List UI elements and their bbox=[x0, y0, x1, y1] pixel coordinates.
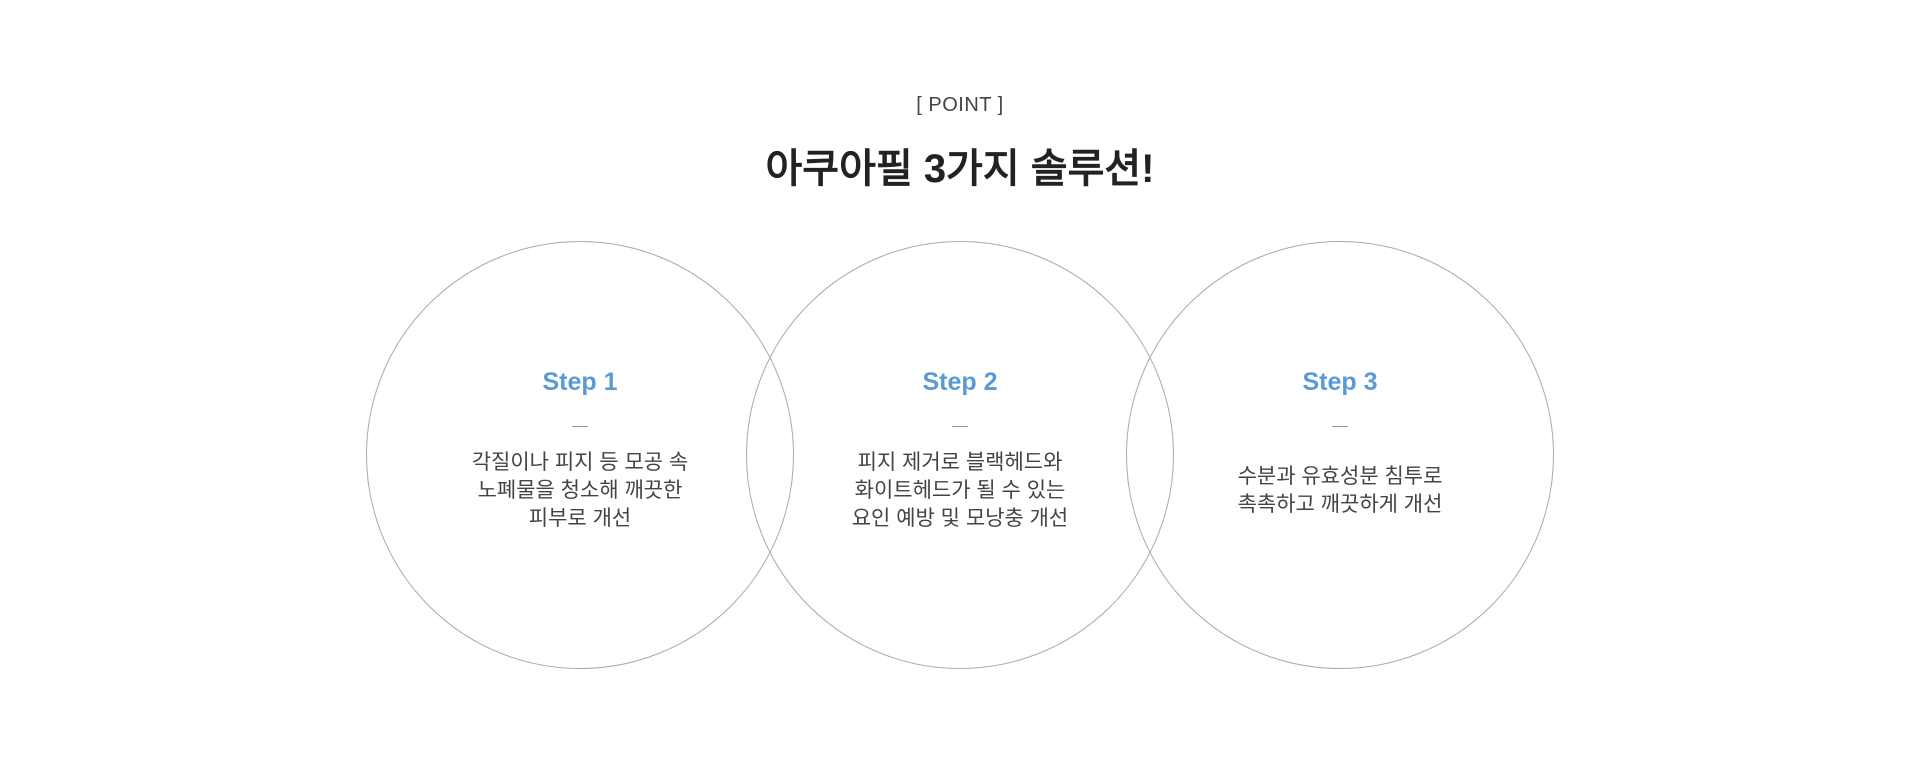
step-1-label: Step 1 bbox=[542, 368, 618, 396]
section-eyebrow: [ POINT ] bbox=[916, 94, 1004, 116]
step-2-card: Step 2 피지 제거로 블랙헤드와 화이트헤드가 될 수 있는 요인 예방 … bbox=[746, 241, 1174, 669]
step-1-divider bbox=[572, 426, 588, 427]
step-3-circle bbox=[1126, 241, 1554, 669]
step-3-card: Step 3 수분과 유효성분 침투로 촉촉하고 깨끗하게 개선 bbox=[1126, 241, 1554, 669]
step-1-card: Step 1 각질이나 피지 등 모공 속 노폐물을 청소해 깨끗한 피부로 개… bbox=[366, 241, 794, 669]
section-title: 아쿠아필 3가지 솔루션! bbox=[765, 147, 1155, 191]
step-3-divider bbox=[1332, 426, 1348, 427]
step-3-description: 수분과 유효성분 침투로 촉촉하고 깨끗하게 개선 bbox=[1237, 465, 1443, 516]
step-1-description: 각질이나 피지 등 모공 속 노폐물을 청소해 깨끗한 피부로 개선 bbox=[471, 451, 689, 530]
step-3-label: Step 3 bbox=[1302, 368, 1378, 396]
step-2-description: 피지 제거로 블랙헤드와 화이트헤드가 될 수 있는 요인 예방 및 모낭충 개… bbox=[851, 451, 1069, 530]
step-2-label: Step 2 bbox=[922, 368, 998, 396]
step-2-divider bbox=[952, 426, 968, 427]
